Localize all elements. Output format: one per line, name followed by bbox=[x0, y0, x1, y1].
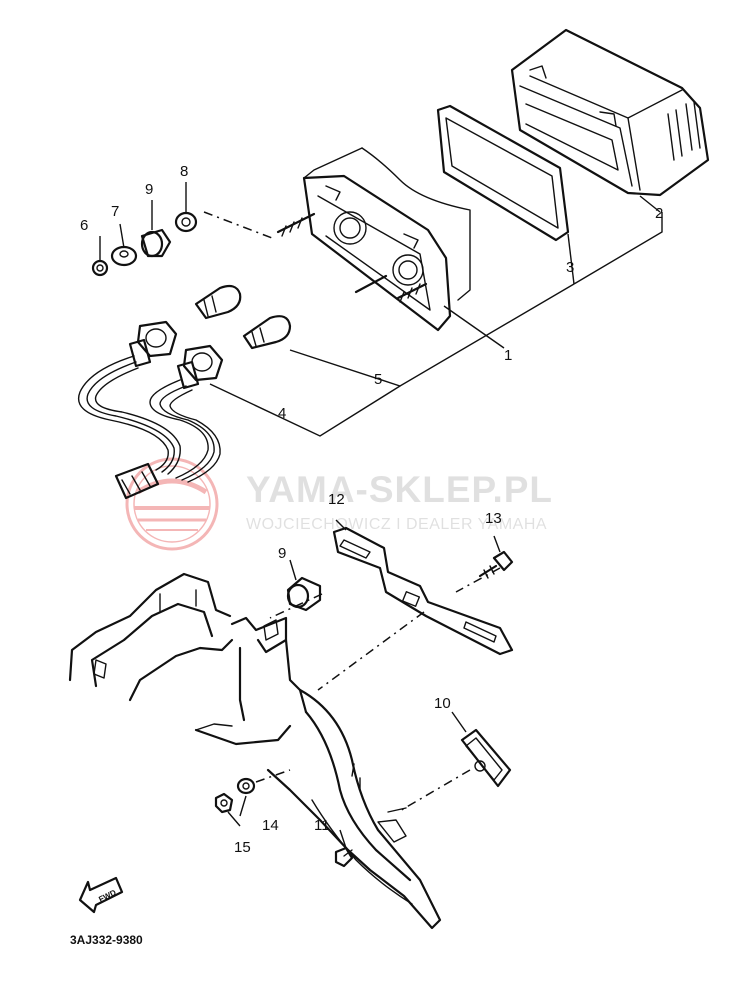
part-label-9-upper: 9 bbox=[145, 181, 153, 198]
taillight-base bbox=[276, 147, 471, 332]
rear-fender bbox=[68, 572, 442, 930]
damper-part-9-upper bbox=[140, 228, 172, 258]
forward-label: FWD bbox=[97, 888, 118, 904]
part-label-10: 10 bbox=[434, 695, 451, 712]
part-label-2: 2 bbox=[655, 205, 663, 222]
nut-part-15 bbox=[214, 792, 234, 814]
leader-lines bbox=[99, 182, 663, 849]
part-label-9-lower: 9 bbox=[278, 545, 286, 562]
part-label-12: 12 bbox=[328, 491, 345, 508]
bulb-part-5 bbox=[242, 315, 292, 350]
lens-gasket bbox=[436, 104, 570, 242]
license-bracket bbox=[332, 526, 514, 656]
washer-part-14 bbox=[236, 777, 256, 795]
part-label-5: 5 bbox=[374, 371, 382, 388]
bolt-part-13 bbox=[478, 550, 514, 579]
watermark-subtitle: WOJCIECHOWICZ I DEALER YAMAHA bbox=[246, 516, 547, 533]
part-label-4: 4 bbox=[278, 405, 286, 422]
tail-lens bbox=[510, 28, 710, 197]
part-label-3: 3 bbox=[566, 259, 574, 276]
damper-part-9-lower bbox=[286, 576, 322, 612]
socket-cord bbox=[78, 320, 224, 500]
watermark: YAMA-SKLEP.PL WOJCIECHOWICZ I DEALER YAM… bbox=[125, 457, 553, 551]
nut-part-6 bbox=[91, 259, 109, 277]
part-label-11: 11 bbox=[314, 817, 330, 834]
license-light bbox=[460, 728, 512, 788]
watermark-title: YAMA-SKLEP.PL bbox=[246, 469, 553, 510]
part-label-6: 6 bbox=[80, 217, 88, 234]
part-label-15: 15 bbox=[234, 839, 251, 856]
diagram-code: 3AJ332-9380 bbox=[70, 933, 143, 947]
part-label-1: 1 bbox=[504, 347, 512, 364]
washer-part-7 bbox=[110, 245, 138, 267]
part-label-13: 13 bbox=[485, 510, 502, 527]
part-labels: 1 2 3 4 5 6 7 9 8 9 10 11 12 13 14 15 bbox=[80, 163, 663, 856]
part-label-8: 8 bbox=[180, 163, 188, 180]
part-label-7: 7 bbox=[111, 203, 119, 220]
bulb-upper bbox=[194, 284, 242, 320]
part-label-14: 14 bbox=[262, 817, 279, 834]
dealer-logo bbox=[125, 457, 219, 551]
forward-arrow: FWD bbox=[78, 876, 124, 914]
collar-part-8 bbox=[174, 211, 198, 233]
